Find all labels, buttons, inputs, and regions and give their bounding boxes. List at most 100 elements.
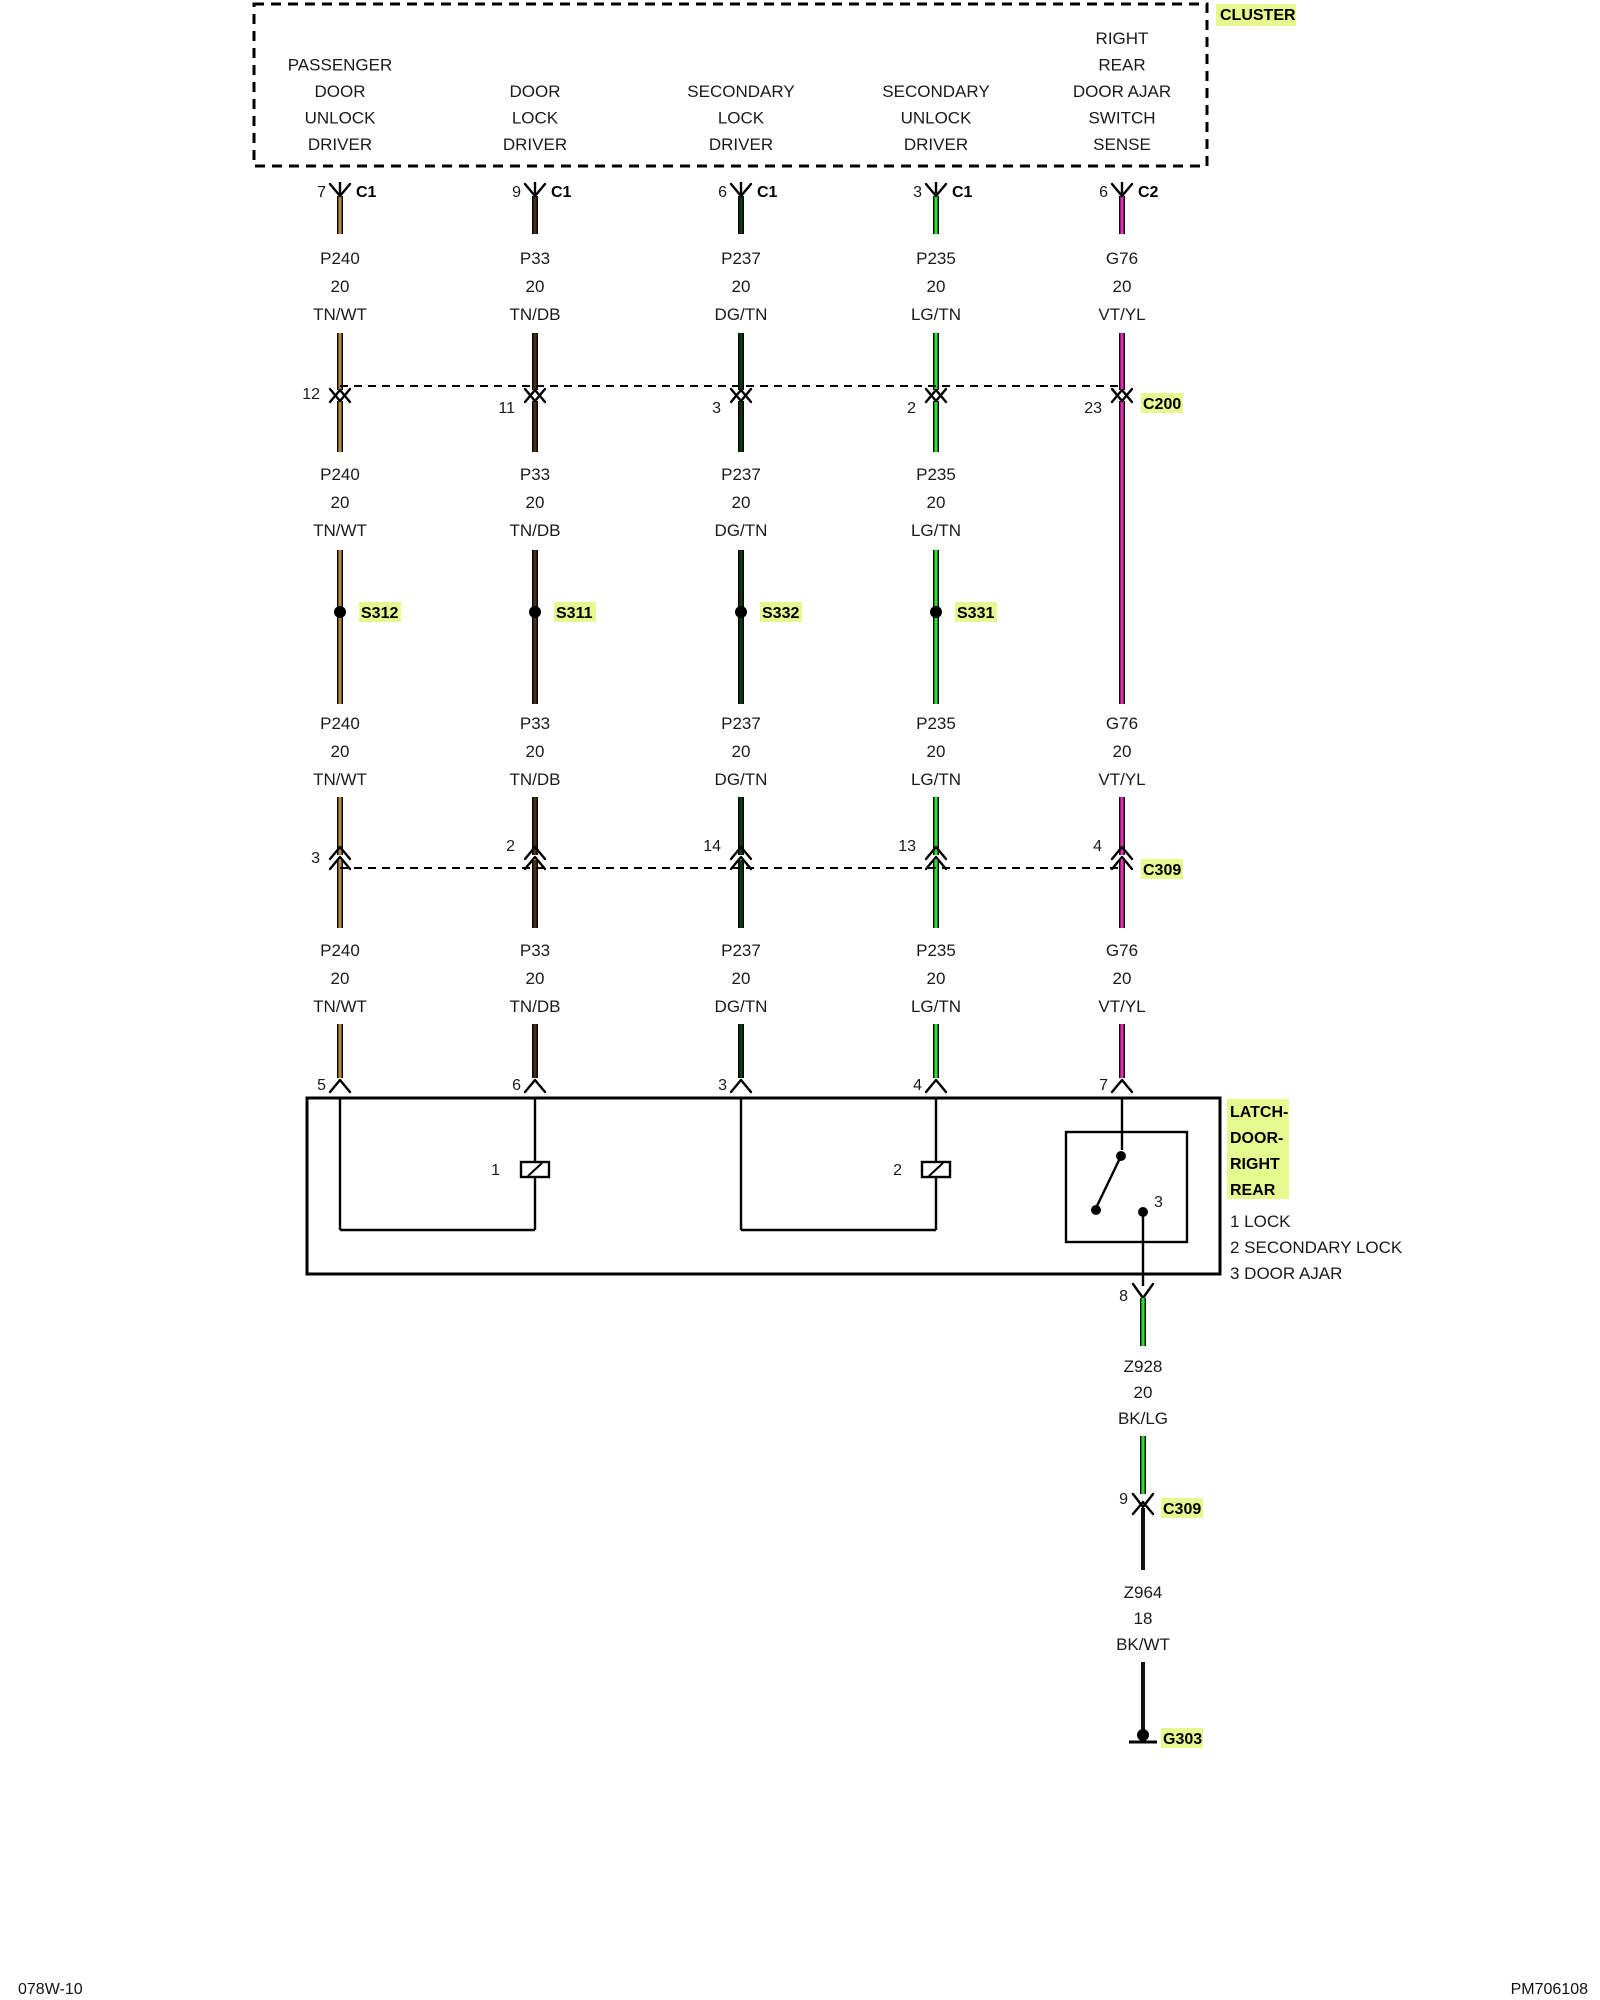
c309-pin-2: 2 [506, 838, 515, 855]
seg3-color-4: LG/TN [911, 770, 961, 789]
c200-upper-5 [1110, 388, 1134, 404]
c309-lower-4 [924, 855, 948, 871]
seg3-code-1: P240 [320, 714, 360, 733]
seg1-code-2: P33 [520, 249, 550, 268]
seg2-color-2: TN/DB [510, 521, 561, 540]
module-function-1-line-3: UNLOCK [305, 109, 377, 128]
seg1-color-4: LG/TN [911, 305, 961, 324]
latch-connector-3 [729, 1078, 753, 1094]
seg4-code-2: P33 [520, 941, 550, 960]
seg1-gauge-1: 20 [331, 277, 350, 296]
lock-motor-slash [527, 1162, 543, 1177]
seg3-color-5: VT/YL [1098, 770, 1145, 789]
seg1-code-5: G76 [1106, 249, 1138, 268]
seg3-color-3: DG/TN [715, 770, 768, 789]
seg2-gauge-1: 20 [331, 493, 350, 512]
seg1-color-5: VT/YL [1098, 305, 1145, 324]
c309-highlight [1141, 859, 1183, 879]
latch-out-pin: 8 [1119, 1288, 1128, 1305]
top-pin-5: 6 [1099, 184, 1108, 201]
top-pin-3: 6 [718, 184, 727, 201]
seg2-gauge-4: 20 [927, 493, 946, 512]
connectors [328, 182, 1134, 1094]
seg3-gauge-4: 20 [927, 742, 946, 761]
door-ajar-switch-box [1064, 1130, 1189, 1244]
switch-pin: 3 [1154, 1194, 1163, 1211]
module-function-5-line-1: RIGHT [1096, 29, 1149, 48]
top-conn-2: C1 [551, 184, 572, 201]
c309-upper-5 [1110, 845, 1134, 861]
splice-dot-1 [334, 606, 346, 618]
latch-title-line-3: RIGHT [1230, 1156, 1280, 1173]
splice-highlight-4 [955, 602, 997, 622]
seg2-color-3: DG/TN [715, 521, 768, 540]
secondary-motor-slash [928, 1162, 944, 1177]
seg3-gauge-2: 20 [526, 742, 545, 761]
seg1-color-1: TN/WT [313, 305, 367, 324]
module-function-2-line-2: LOCK [512, 109, 559, 128]
latch-pin-1: 5 [317, 1077, 326, 1094]
latch-legend-1: 1 LOCK [1230, 1212, 1291, 1231]
latch-module-box [305, 1096, 1222, 1276]
module-function-2-line-3: DRIVER [503, 135, 567, 154]
seg1-color-3: DG/TN [715, 305, 768, 324]
splice-highlight-2 [554, 602, 596, 622]
c309-upper-1 [328, 845, 352, 861]
c200-pin-2: 11 [498, 400, 515, 417]
top-pin-2: 9 [512, 184, 521, 201]
z964-code: Z964 [1124, 1583, 1163, 1602]
top-connector-3 [729, 182, 753, 198]
seg3-code-2: P33 [520, 714, 550, 733]
seg4-color-2: TN/DB [510, 997, 561, 1016]
module-function-labels: PASSENGERDOORUNLOCKDRIVERDOORLOCKDRIVERS… [288, 29, 1171, 154]
c200-lower-3 [729, 387, 753, 403]
top-connector-2 [523, 182, 547, 198]
module-function-5-line-4: SWITCH [1088, 109, 1155, 128]
top-connector-4 [924, 182, 948, 198]
seg2-gauge-2: 20 [526, 493, 545, 512]
latch-legend-3: 3 DOOR AJAR [1230, 1264, 1342, 1283]
z928-gauge: 20 [1134, 1383, 1153, 1402]
seg1-gauge-5: 20 [1113, 277, 1132, 296]
latch-connector-2 [523, 1078, 547, 1094]
c309-pin-1: 3 [311, 850, 320, 867]
c309-lower-5 [1110, 855, 1134, 871]
seg1-code-1: P240 [320, 249, 360, 268]
seg3-color-1: TN/WT [313, 770, 367, 789]
latch-connector-5 [1110, 1078, 1134, 1094]
seg4-code-5: G76 [1106, 941, 1138, 960]
seg4-color-4: LG/TN [911, 997, 961, 1016]
seg3-code-5: G76 [1106, 714, 1138, 733]
latch-pin-4: 4 [913, 1077, 922, 1094]
c309-pin-5: 4 [1093, 838, 1102, 855]
seg2-gauge-3: 20 [732, 493, 751, 512]
module-function-4-line-1: SECONDARY [882, 82, 989, 101]
ground-symbol-dot [1137, 1729, 1149, 1741]
module-function-1-line-1: PASSENGER [288, 56, 393, 75]
seg4-gauge-4: 20 [927, 969, 946, 988]
latch-pin-5: 7 [1099, 1077, 1108, 1094]
c200-pin-5: 23 [1084, 400, 1102, 417]
wires [337, 196, 1125, 1078]
c200-pin-4: 2 [907, 400, 916, 417]
c309-upper-2 [523, 845, 547, 861]
module-function-3-line-3: DRIVER [709, 135, 773, 154]
c309-pin-3: 14 [703, 838, 721, 855]
seg4-color-5: VT/YL [1098, 997, 1145, 1016]
seg4-color-1: TN/WT [313, 997, 367, 1016]
c200-lower-5 [1110, 387, 1134, 403]
footer-left: 078W-10 [18, 1981, 83, 1998]
z928-code: Z928 [1124, 1357, 1163, 1376]
c200-lower-2 [523, 387, 547, 403]
lock-motor-pin: 1 [491, 1162, 500, 1179]
seg2-code-4: P235 [916, 465, 956, 484]
c200-label: C200 [1143, 396, 1181, 413]
c309-lower-3 [729, 855, 753, 871]
latch-pin-3: 3 [718, 1077, 727, 1094]
top-conn-5: C2 [1138, 184, 1159, 201]
top-conn-1: C1 [356, 184, 377, 201]
c200-pin-1: 12 [302, 386, 320, 403]
seg4-code-4: P235 [916, 941, 956, 960]
module-function-1-line-2: DOOR [315, 82, 366, 101]
seg3-code-3: P237 [721, 714, 761, 733]
